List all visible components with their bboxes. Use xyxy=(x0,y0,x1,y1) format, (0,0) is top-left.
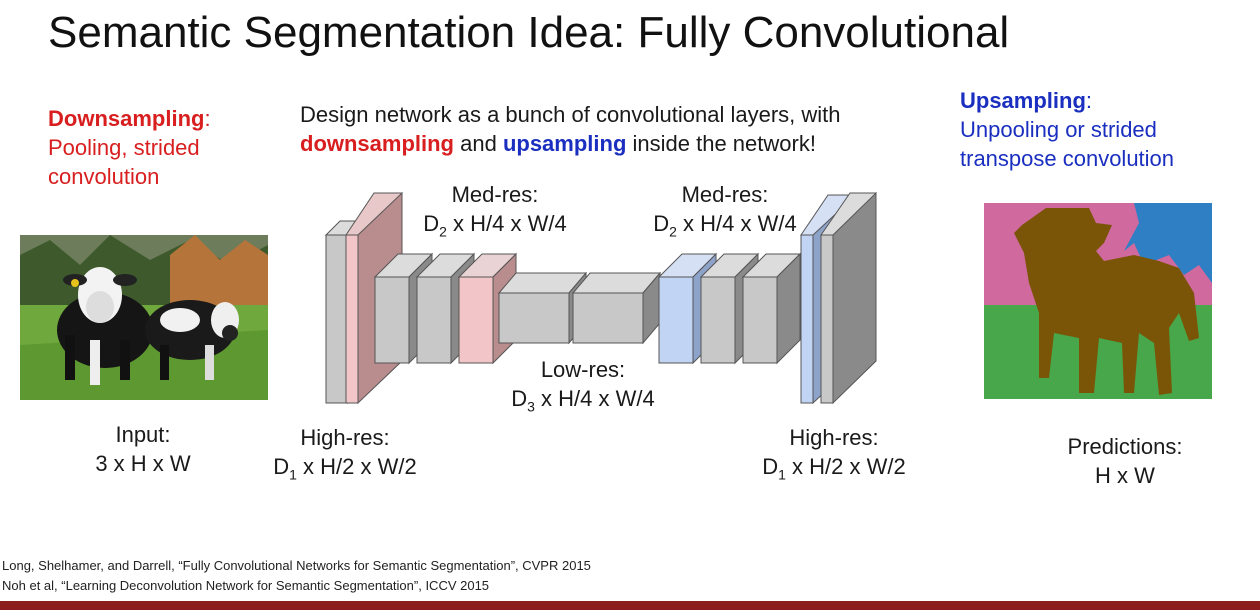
label-low-res: Low-res: D3 x H/4 x W/4 xyxy=(483,355,683,421)
predictions-label-line1: Predictions: xyxy=(1067,434,1183,459)
design-word-end: inside the network! xyxy=(626,131,816,156)
layer-low-res-2 xyxy=(571,271,662,345)
label-dim-sub: 1 xyxy=(289,466,297,483)
label-dim-sub: 2 xyxy=(439,223,447,240)
downsampling-colon: : xyxy=(204,106,211,131)
downsampling-heading: Downsampling xyxy=(48,106,205,131)
design-word-and: and xyxy=(454,131,503,156)
design-word-downsampling: downsampling xyxy=(300,131,454,156)
design-line1: Design network as a bunch of convolution… xyxy=(300,102,841,127)
label-dim-d: D xyxy=(511,386,528,411)
page-title: Semantic Segmentation Idea: Fully Convol… xyxy=(48,8,1010,57)
reference-1: Long, Shelhamer, and Darrell, “Fully Con… xyxy=(2,558,591,573)
label-high-res-left: High-res: D1 x H/2 x W/2 xyxy=(245,423,445,489)
label-dim-rest: x H/2 x W/2 xyxy=(296,454,417,479)
layer-high-res-right-2 xyxy=(820,191,877,405)
footer-bar xyxy=(0,601,1260,610)
network-diagram xyxy=(324,191,877,405)
input-cow-photo xyxy=(20,235,268,400)
label-dim-d: D xyxy=(273,454,290,479)
label-high-res-right-head: High-res: xyxy=(789,425,879,450)
label-dim-rest: x H/4 x W/4 xyxy=(446,211,567,236)
label-low-res-head: Low-res: xyxy=(540,357,626,382)
label-high-res-right: High-res: D1 x H/2 x W/2 xyxy=(734,423,934,489)
upsampling-heading: Upsampling xyxy=(960,88,1086,113)
upsampling-line2: transpose convolution xyxy=(960,146,1175,171)
label-med-res-left-head: Med-res: xyxy=(451,182,539,207)
prediction-segmentation-map xyxy=(984,203,1212,399)
label-dim-rest: x H/4 x W/4 xyxy=(534,386,655,411)
label-dim-sub: 3 xyxy=(527,398,535,415)
downsampling-line2: convolution xyxy=(48,164,160,189)
label-dim-d: D xyxy=(423,211,440,236)
input-label-line1: Input: xyxy=(115,422,171,447)
input-label-line2: 3 x H x W xyxy=(95,451,191,476)
label-dim-rest: x H/2 x W/2 xyxy=(785,454,906,479)
label-dim-d: D xyxy=(653,211,670,236)
label-dim-sub: 1 xyxy=(778,466,786,483)
label-high-res-left-head: High-res: xyxy=(300,425,390,450)
design-word-upsampling: upsampling xyxy=(502,131,627,156)
upsampling-line1: Unpooling or strided xyxy=(960,117,1157,142)
predictions-label: Predictions: H x W xyxy=(1035,432,1215,490)
label-med-res-right: Med-res: D2 x H/4 x W/4 xyxy=(625,180,825,246)
design-line2: downsampling and upsampling inside the n… xyxy=(300,129,841,158)
downsampling-line1: Pooling, strided xyxy=(48,135,200,160)
label-dim-sub: 2 xyxy=(669,223,677,240)
layer-med-res-right-3 xyxy=(741,252,802,365)
label-dim-rest: x H/4 x W/4 xyxy=(676,211,797,236)
references: Long, Shelhamer, and Darrell, “Fully Con… xyxy=(2,556,591,596)
input-label: Input: 3 x H x W xyxy=(63,420,223,478)
reference-2: Noh et al, “Learning Deconvolution Netwo… xyxy=(2,578,490,593)
label-med-res-left: Med-res: D2 x H/4 x W/4 xyxy=(395,180,595,246)
label-dim-d: D xyxy=(762,454,779,479)
upsampling-colon: : xyxy=(1085,88,1093,113)
downsampling-note: Downsampling: Pooling, strided convoluti… xyxy=(48,104,211,191)
label-med-res-right-head: Med-res: xyxy=(681,182,769,207)
design-note: Design network as a bunch of convolution… xyxy=(300,100,841,158)
predictions-label-line2: H x W xyxy=(1095,463,1155,488)
upsampling-note: Upsampling: Unpooling or strided transpo… xyxy=(960,86,1174,173)
